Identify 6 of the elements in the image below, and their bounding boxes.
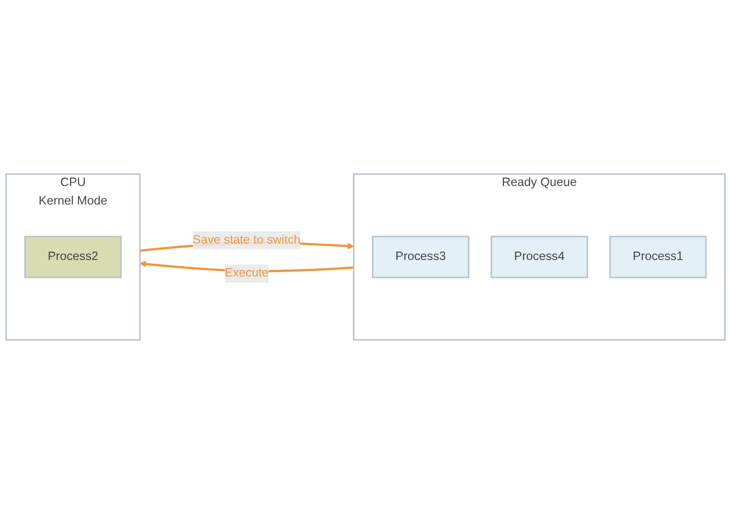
- node-box: Process4: [490, 235, 588, 278]
- node-box: Process3: [372, 235, 470, 278]
- node-box: Process1: [609, 235, 707, 278]
- edge-label: Save state to switch: [192, 233, 301, 246]
- edge-label: Execute: [224, 266, 269, 280]
- node-box: Process2: [24, 235, 122, 278]
